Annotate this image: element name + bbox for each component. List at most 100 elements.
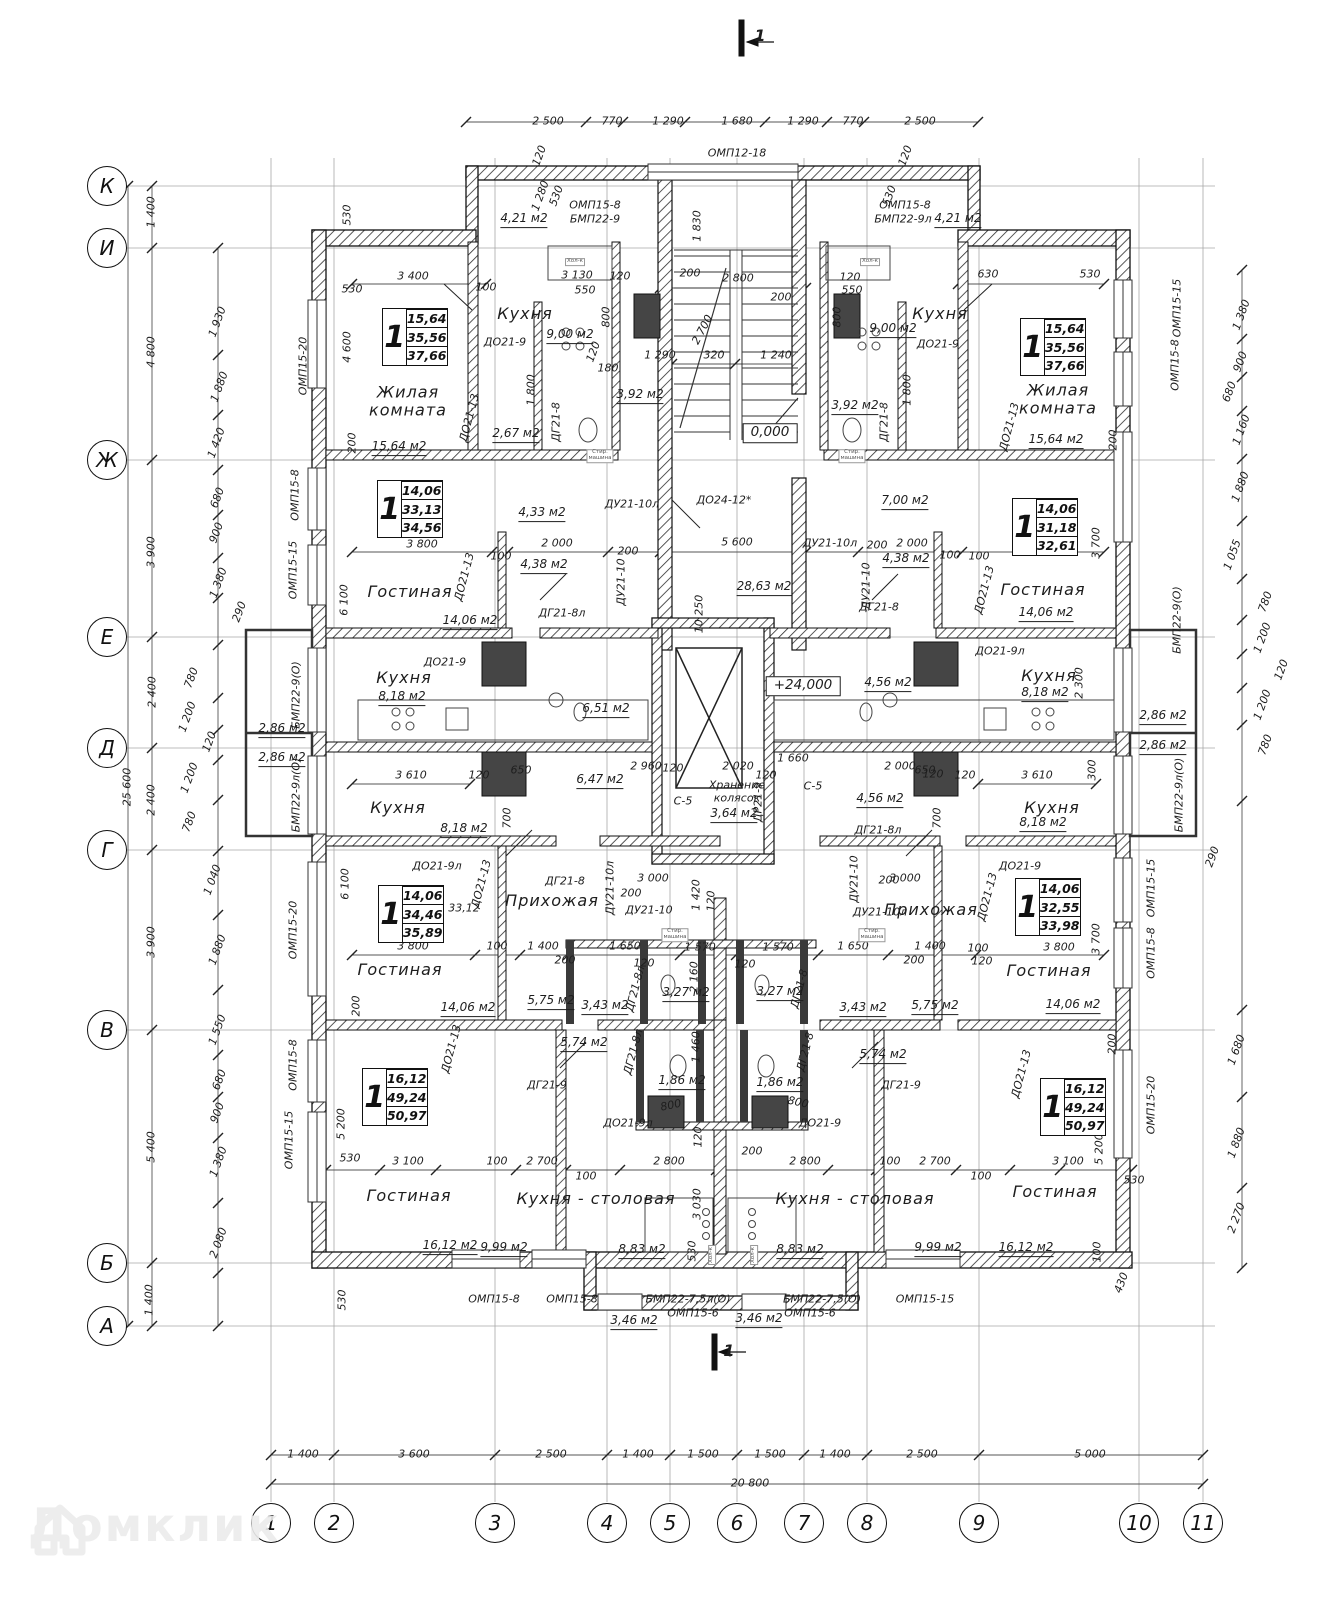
dimension-tick <box>212 552 224 564</box>
dimension-tick <box>822 1164 834 1176</box>
dimension-tick <box>1236 371 1248 383</box>
dimension-tick <box>514 949 526 961</box>
apartment-rooms-count: 1 <box>380 896 402 932</box>
axis-bubble-6: 6 <box>717 1503 757 1543</box>
axis-bubble-5: 5 <box>650 1503 690 1543</box>
dimension-tick <box>212 464 224 476</box>
dimension-tick <box>212 845 224 857</box>
dimension-tick <box>679 116 691 128</box>
dimension-tick <box>1236 515 1248 527</box>
dimension-tick <box>882 949 894 961</box>
dimension-tick <box>212 1132 224 1144</box>
dimension-tick <box>146 242 158 254</box>
dimension-tick <box>212 724 224 736</box>
apartment-rooms-count: 1 <box>364 1079 386 1115</box>
dimension-tick <box>212 754 224 766</box>
axis-bubble-10: 10 <box>1119 1503 1159 1543</box>
dimension-tick <box>346 278 358 290</box>
axis-bubble-Д: Д <box>87 728 127 768</box>
dimension-tick <box>1197 1478 1209 1490</box>
dimension-tick <box>1098 546 1110 558</box>
apartment-area-value: 37,66 <box>405 345 448 366</box>
dimension-tick <box>346 546 358 558</box>
dimension-tick <box>674 949 686 961</box>
dimension-tick <box>956 546 968 558</box>
dimension-tick <box>1236 648 1248 660</box>
dimension-tick <box>1236 1004 1248 1016</box>
axis-bubble-К: К <box>87 166 127 206</box>
dimension-tick <box>212 692 224 704</box>
dimension-tick <box>972 778 984 790</box>
dimension-tick <box>972 116 984 128</box>
dimension-tick <box>212 509 224 521</box>
dimension-tick <box>489 1449 501 1461</box>
dimension-tick <box>617 116 629 128</box>
dimension-tick <box>212 1091 224 1103</box>
dimension-tick <box>1236 264 1248 276</box>
dimension-tick <box>821 116 833 128</box>
apartment-area-value: 35,89 <box>401 922 444 943</box>
dimension-tick <box>146 180 158 192</box>
dimension-tick <box>346 949 358 961</box>
balconies <box>244 628 1198 838</box>
dimension-tick <box>1098 949 1110 961</box>
dimension-tick <box>1098 278 1110 290</box>
dimension-tick <box>759 116 771 128</box>
apartment-rooms-count: 1 <box>1042 1089 1064 1125</box>
elevator <box>675 647 743 789</box>
axis-bubble-Б: Б <box>87 1243 127 1283</box>
dimension-tick <box>212 409 224 421</box>
dimension-tick <box>146 844 158 856</box>
dimension-tick <box>146 742 158 754</box>
axis-bubble-И: И <box>87 228 127 268</box>
dimension-tick <box>664 1449 676 1461</box>
dimension-tick <box>812 949 824 961</box>
axis-bubble-2: 2 <box>314 1503 354 1543</box>
apartment-area-value: 32,61 <box>1035 535 1078 556</box>
dimension-tick <box>212 984 224 996</box>
apartment-area-value: 50,97 <box>385 1105 428 1126</box>
core-walls <box>651 179 807 865</box>
section-marks <box>711 19 774 1371</box>
dimension-tick <box>1090 778 1102 790</box>
apartment-rooms-count: 1 <box>1017 889 1039 925</box>
apartment-rooms-count: 1 <box>379 491 401 527</box>
dimension-tick <box>1236 719 1248 731</box>
dimension-tick <box>858 116 870 128</box>
dimension-tick <box>970 949 982 961</box>
dimension-tick <box>212 1267 224 1279</box>
dimension-tick <box>1236 682 1248 694</box>
dimension-tick <box>601 1449 613 1461</box>
dimension-tick <box>328 1449 340 1461</box>
dimension-tick <box>731 1449 743 1461</box>
axis-bubble-Ж: Ж <box>87 440 127 480</box>
dimension-tick <box>798 1449 810 1461</box>
axis-bubble-В: В <box>87 1010 127 1050</box>
axis-bubble-8: 8 <box>847 1503 887 1543</box>
door-leaves <box>443 283 993 1069</box>
dimension-tick <box>852 546 864 558</box>
apartment-area-value: 50,97 <box>1063 1115 1106 1136</box>
kitchen-fixtures <box>357 245 1115 1253</box>
axis-bubble-Е: Е <box>87 617 127 657</box>
dimension-tick <box>580 116 592 128</box>
dimension-tick <box>265 1449 277 1461</box>
dimension-tick <box>729 358 741 370</box>
axis-bubble-9: 9 <box>959 1503 999 1543</box>
dimension-tick <box>430 1164 442 1176</box>
vent-shafts <box>481 293 959 1129</box>
dimension-tick <box>1236 573 1248 585</box>
dimension-tick <box>480 278 492 290</box>
axis-bubble-7: 7 <box>784 1503 824 1543</box>
stairs <box>674 249 798 440</box>
dimension-tick <box>861 1449 873 1461</box>
